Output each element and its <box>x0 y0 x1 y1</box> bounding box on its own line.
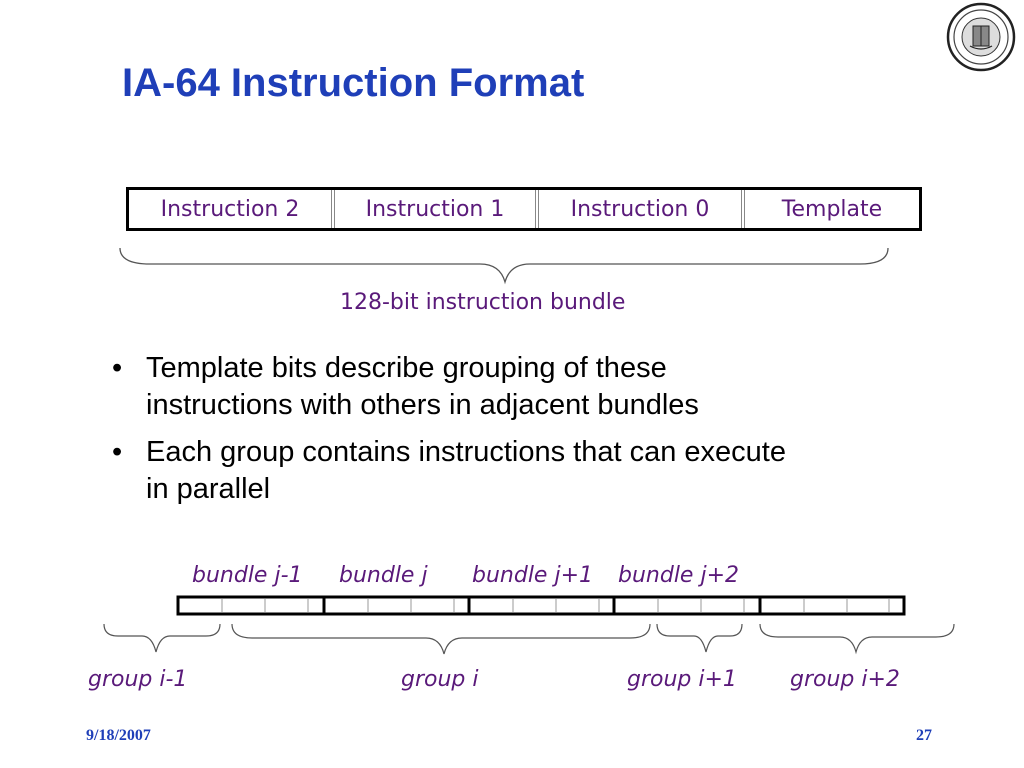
university-seal-icon <box>946 2 1016 72</box>
bundle-caption: 128-bit instruction bundle <box>340 290 626 315</box>
bundle-label-j-plus-1: bundle j+1 <box>472 563 593 588</box>
bullet-text-line: Template bits describe grouping of these <box>146 352 667 384</box>
bundle-sequence-bar <box>176 595 906 616</box>
group-label-i-plus-2: group i+2 <box>790 667 900 692</box>
slide-title: IA-64 Instruction Format <box>122 61 585 105</box>
page-number: 27 <box>916 727 932 744</box>
group-label-i-plus-1: group i+1 <box>627 667 737 692</box>
group-label-i-1: group i-1 <box>88 667 188 692</box>
field-template: Template <box>781 196 883 222</box>
bundle-label-j: bundle j <box>339 563 428 588</box>
footer-date: 9/18/2007 <box>86 727 151 744</box>
bundle-brace <box>119 247 889 285</box>
group-brace-i <box>231 623 651 655</box>
field-instruction-2: Instruction 2 <box>129 190 335 228</box>
group-brace-i-plus-2 <box>759 623 955 655</box>
group-label-i: group i <box>401 667 479 692</box>
bullet-text-line: Each group contains instructions that ca… <box>146 436 786 468</box>
field-instruction-0: Instruction 0 <box>539 190 745 228</box>
instruction-bundle-table: Instruction 2 Instruction 1 Instruction … <box>126 187 922 231</box>
bullet-list: • Template bits describe grouping of the… <box>112 350 932 518</box>
group-brace-i-plus-1 <box>656 623 743 653</box>
field-instruction-1: Instruction 1 <box>335 190 539 228</box>
bullet-item: • Each group contains instructions that … <box>112 434 932 508</box>
bullet-icon: • <box>112 436 123 468</box>
bullet-text-line: instructions with others in adjacent bun… <box>146 389 699 421</box>
group-brace-i-1 <box>103 623 221 653</box>
bundle-label-j-1: bundle j-1 <box>192 563 303 588</box>
bullet-item: • Template bits describe grouping of the… <box>112 350 932 424</box>
bullet-text-line: in parallel <box>146 473 271 505</box>
bullet-icon: • <box>112 352 123 384</box>
bundle-label-j-plus-2: bundle j+2 <box>618 563 739 588</box>
